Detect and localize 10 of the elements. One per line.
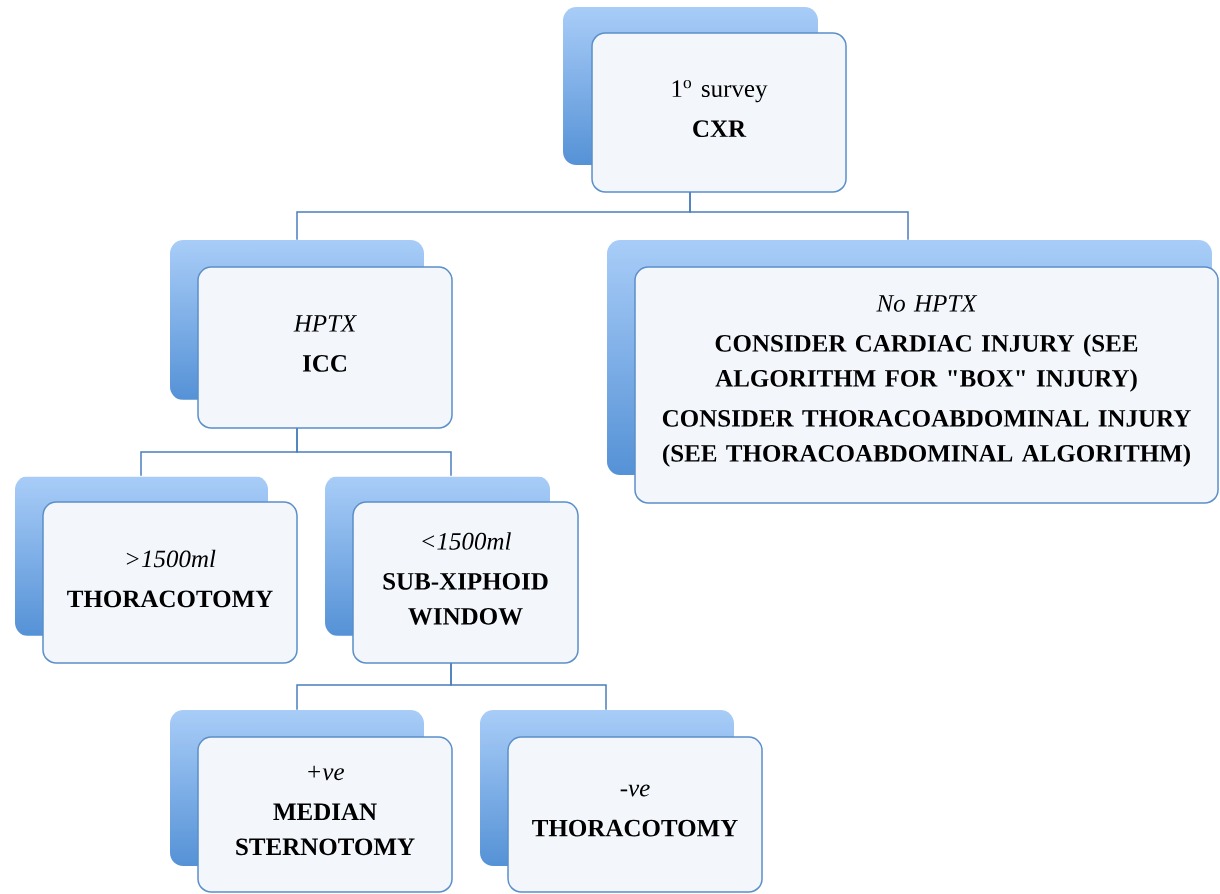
process-box: <1500ml SUB-XIPHOID WINDOW	[352, 501, 579, 664]
process-box: +ve MEDIAN STERNOTOMY	[197, 736, 453, 893]
process-box: >1500ml THORACOTOMY	[42, 501, 298, 664]
connector	[689, 191, 909, 241]
process-box: 1$^{o}$ survey CXR	[591, 32, 847, 193]
process-box: HPTX ICC	[197, 266, 453, 429]
process-box: -ve THORACOTOMY	[507, 736, 763, 893]
connector	[450, 662, 607, 711]
connector	[296, 427, 452, 477]
process-box: No HPTX CONSIDER CARDIAC INJURY (SEE ALGORITHM FOR "BOX" INJURY) CONSIDER THORACOABDOMINAL INJURY (SEE THORACOABDOMINAL ALGORITHM)	[634, 266, 1219, 504]
